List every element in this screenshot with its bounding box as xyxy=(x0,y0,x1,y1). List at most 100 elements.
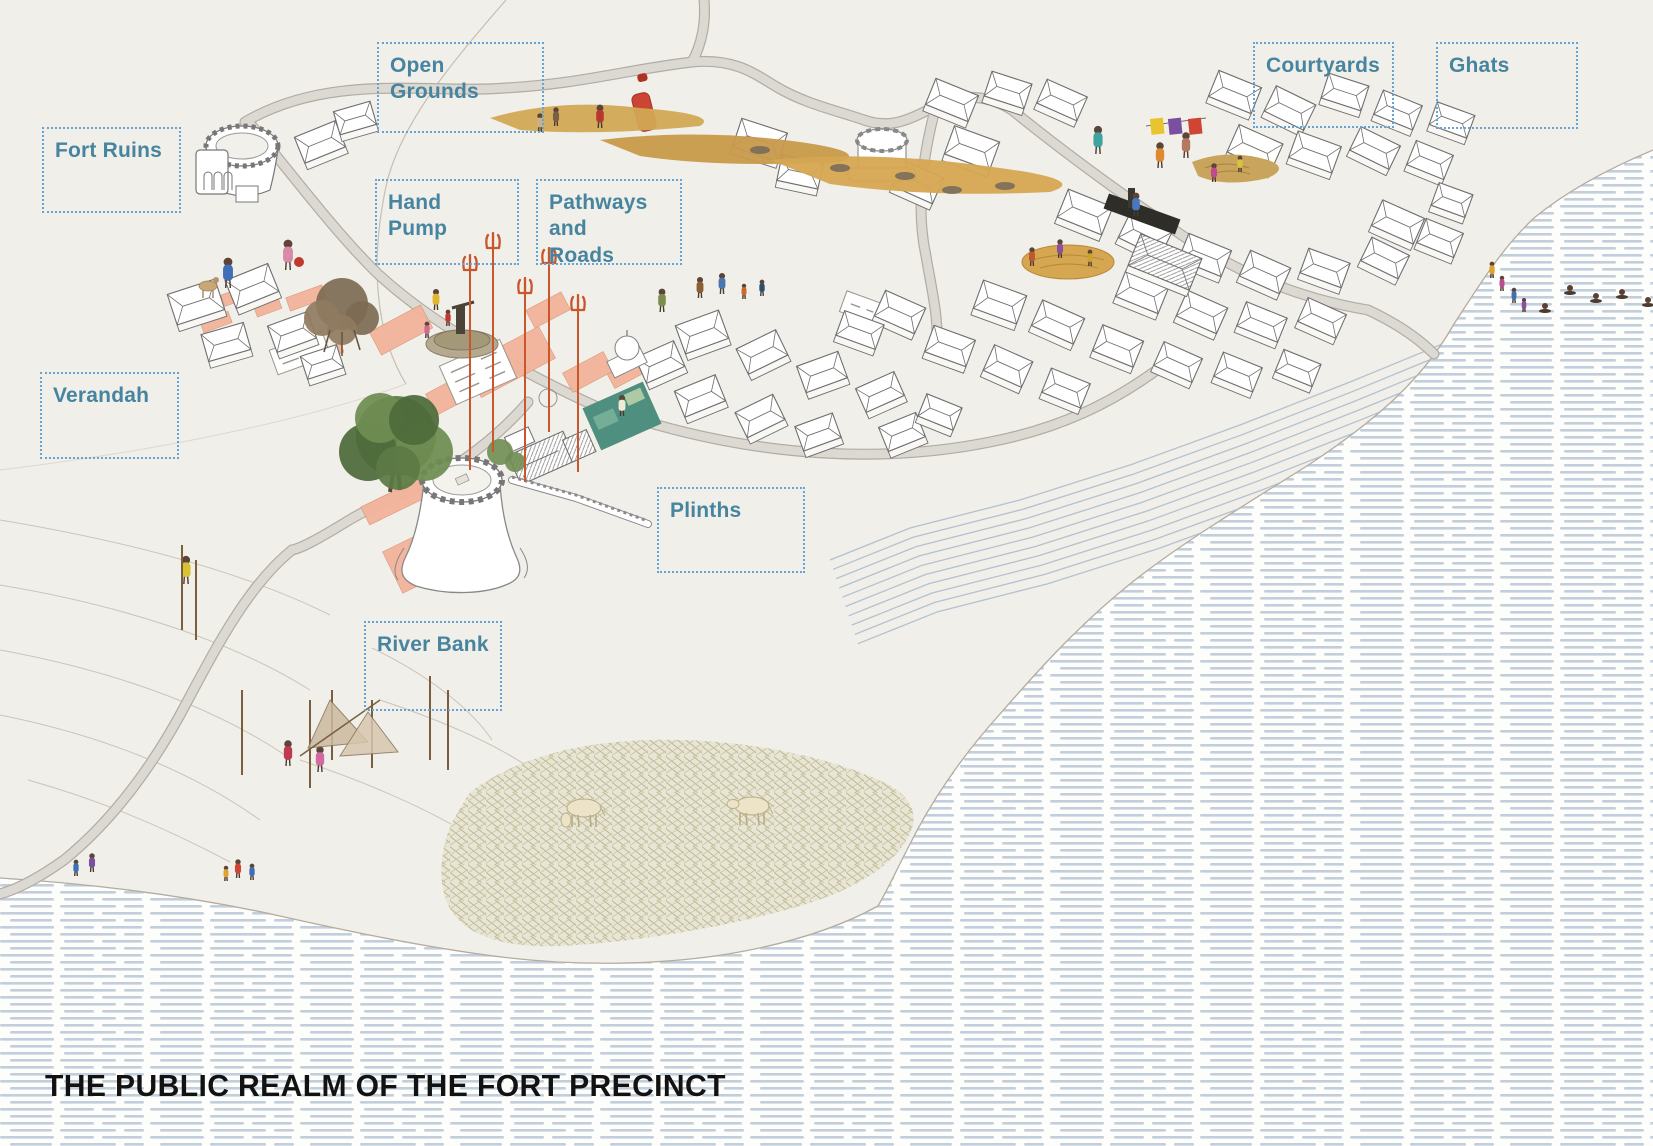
house xyxy=(1112,269,1170,321)
label-river-bank: River Bank xyxy=(364,621,502,711)
person xyxy=(283,740,293,767)
house xyxy=(1172,289,1229,341)
page-title: THE PUBLIC REALM OF THE FORT PRECINCT xyxy=(45,1068,726,1103)
house xyxy=(979,343,1034,395)
house xyxy=(795,350,851,400)
figures xyxy=(73,104,1653,882)
person xyxy=(696,276,704,299)
person xyxy=(223,865,229,882)
person xyxy=(1028,247,1036,267)
courtyard-pump-platform xyxy=(1103,188,1181,235)
house xyxy=(922,77,980,129)
house xyxy=(1150,340,1204,390)
label-pathways-line2: Roads xyxy=(549,243,615,267)
person xyxy=(1210,163,1218,183)
label-courtyards: Courtyards xyxy=(1253,42,1394,128)
house xyxy=(735,329,792,382)
label-open-grounds: Open Grounds xyxy=(377,42,544,133)
label-fort-ruins: Fort Ruins xyxy=(42,127,181,213)
house xyxy=(1027,299,1086,352)
label-ghats-text: Ghats xyxy=(1449,54,1510,77)
house xyxy=(1089,324,1145,375)
cow xyxy=(560,798,606,828)
bastion-tower xyxy=(394,455,528,594)
house xyxy=(1285,130,1343,181)
house xyxy=(200,321,254,369)
house xyxy=(1356,236,1411,286)
person xyxy=(552,107,560,127)
label-courtyards-text: Courtyards xyxy=(1266,54,1381,77)
house xyxy=(674,309,732,362)
house xyxy=(1233,300,1288,350)
house xyxy=(981,70,1033,117)
laundry-line xyxy=(1145,117,1207,135)
house xyxy=(1413,217,1465,265)
house xyxy=(1053,188,1114,242)
label-plinths-text: Plinths xyxy=(670,499,742,522)
person xyxy=(445,309,451,327)
house xyxy=(870,289,927,341)
person xyxy=(283,239,293,271)
person xyxy=(658,288,666,313)
house xyxy=(673,374,729,425)
house xyxy=(299,344,347,387)
person xyxy=(1237,155,1243,173)
label-pathways-line1: Pathways and xyxy=(549,191,648,241)
house xyxy=(914,393,963,438)
house xyxy=(921,324,977,374)
person xyxy=(234,859,242,879)
label-verandah-text: Verandah xyxy=(53,384,150,407)
person xyxy=(1093,125,1103,155)
fort-ruins-tower xyxy=(195,123,281,203)
person xyxy=(1087,249,1093,267)
person xyxy=(223,257,233,289)
trishul-tridents xyxy=(462,231,586,482)
person xyxy=(1132,192,1140,217)
person xyxy=(741,283,747,300)
house xyxy=(1428,181,1474,225)
house xyxy=(734,393,789,445)
label-open-grounds-text: Open Grounds xyxy=(390,54,479,104)
person xyxy=(1181,132,1191,159)
house xyxy=(832,309,885,357)
person xyxy=(1489,261,1495,279)
fishing-nets xyxy=(181,545,449,788)
label-ghats: Ghats xyxy=(1436,42,1578,129)
grass-patch xyxy=(441,739,914,947)
house xyxy=(332,100,380,143)
house xyxy=(1345,125,1402,177)
grain-drying-circle xyxy=(1021,244,1115,280)
person xyxy=(88,853,96,873)
goat xyxy=(198,277,219,298)
house xyxy=(794,412,845,459)
house xyxy=(293,120,349,171)
house xyxy=(634,339,689,391)
house xyxy=(1318,72,1370,119)
dome-shrine xyxy=(606,330,648,379)
house xyxy=(970,279,1028,332)
label-plinths: Plinths xyxy=(657,487,805,573)
person xyxy=(1155,142,1165,169)
hand-pump xyxy=(425,300,499,359)
person xyxy=(249,863,255,881)
label-pathways-and-roads: Pathways and Roads xyxy=(536,179,682,267)
house xyxy=(854,370,908,420)
label-verandah: Verandah xyxy=(40,372,179,459)
house xyxy=(1210,351,1264,399)
label-hand-pump-text: Hand Pump xyxy=(388,191,448,241)
person xyxy=(618,394,626,417)
person xyxy=(1056,239,1064,259)
label-river-bank-text: River Bank xyxy=(377,633,489,656)
person xyxy=(1499,275,1505,292)
dry-tree xyxy=(304,278,379,356)
house xyxy=(1426,101,1476,146)
house xyxy=(224,262,283,316)
label-fort-ruins-text: Fort Ruins xyxy=(55,139,162,162)
person xyxy=(181,555,191,585)
cows xyxy=(560,796,774,828)
house xyxy=(877,411,929,459)
house xyxy=(1294,296,1348,346)
person xyxy=(1521,297,1527,313)
